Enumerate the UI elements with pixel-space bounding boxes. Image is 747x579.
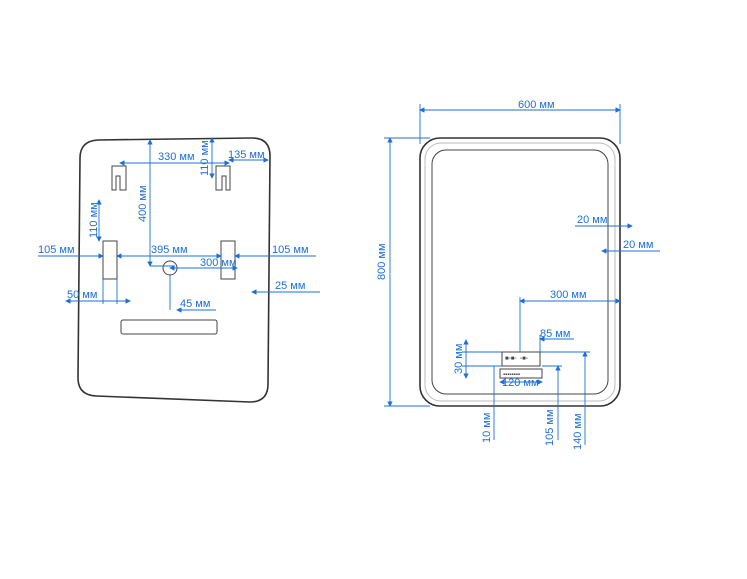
dim-10-label: 10 мм: [481, 413, 493, 443]
dim-600: 600 мм: [419, 99, 621, 144]
dim-50-label: 50 мм: [67, 289, 97, 301]
display-glyph-b: ▫■▫: [520, 356, 528, 362]
dim-105-front-label: 105 мм: [544, 409, 556, 446]
dim-300-front-label: 300 мм: [550, 289, 587, 301]
dim-20-b: 20 мм: [601, 239, 660, 254]
front-view: ■▫■▫ ▫■▫ ▪▪▪▪▪▪▪▪ 600 мм 800 мм 20 мм 20…: [376, 99, 660, 450]
display-glyph-a: ■▫■▫: [505, 356, 517, 362]
back-view: 330 мм 135 мм 110 мм 400 мм 110 мм 105 м…: [38, 137, 320, 403]
dim-30-label: 30 мм: [453, 344, 465, 374]
dim-105-left-label: 105 мм: [38, 244, 75, 256]
dim-800: 800 мм: [376, 137, 430, 407]
dim-105-right-label: 105 мм: [272, 244, 309, 256]
dim-85: 85 мм: [539, 328, 574, 352]
dim-395: 395 мм: [116, 244, 222, 259]
dim-105-left: 105 мм: [38, 244, 104, 259]
dim-135: 135 мм: [228, 149, 269, 163]
dim-10: 10 мм: [481, 366, 495, 443]
dim-50: 50 мм: [65, 279, 131, 304]
bottom-slot: [120, 319, 218, 335]
dim-135-label: 135 мм: [228, 149, 265, 161]
dim-20-b-label: 20 мм: [623, 239, 653, 251]
dim-395-label: 395 мм: [151, 244, 188, 256]
touch-sensor-panel: [499, 368, 543, 379]
dim-20-a: 20 мм: [575, 214, 633, 229]
dim-300-front: 300 мм: [519, 289, 621, 352]
dim-110-top: 110 мм: [199, 137, 215, 179]
dim-120: 120 мм: [499, 377, 543, 389]
dim-45-label: 45 мм: [180, 298, 210, 310]
right-bracket: [220, 240, 236, 280]
dim-800-label: 800 мм: [376, 243, 388, 280]
mirror-inner-frame: [424, 142, 616, 402]
dim-330: 330 мм: [119, 151, 230, 166]
mirror-outer-frame: [419, 137, 621, 407]
dim-30: 30 мм: [453, 339, 502, 379]
dim-110-top-label: 110 мм: [199, 140, 211, 176]
dim-45: 45 мм: [169, 275, 216, 313]
left-bracket: [102, 240, 118, 280]
dim-400: 400 мм: [137, 139, 175, 267]
dim-120-label: 120 мм: [502, 377, 539, 389]
back-panel-outline: [77, 137, 271, 403]
sensor-glyphs: ▪▪▪▪▪▪▪▪: [503, 372, 520, 378]
dim-25-label: 25 мм: [275, 280, 305, 292]
dim-110-left: 110 мм: [88, 199, 102, 242]
dim-20-a-label: 20 мм: [577, 214, 607, 226]
dim-140-label: 140 мм: [572, 413, 584, 450]
dim-105-front: 105 мм: [542, 365, 562, 446]
dim-140: 140 мм: [540, 351, 590, 450]
dim-600-label: 600 мм: [518, 99, 555, 111]
left-hook: [111, 165, 127, 191]
dim-300-back: 300 мм: [169, 257, 238, 271]
mirror-glass-area: [431, 149, 609, 395]
dim-85-label: 85 мм: [540, 328, 570, 340]
dim-300-back-label: 300 мм: [200, 257, 237, 269]
right-hook: [215, 165, 231, 191]
display-panel: [501, 351, 541, 367]
dim-25: 25 мм: [251, 280, 320, 295]
dim-105-right: 105 мм: [234, 244, 316, 259]
dim-330-label: 330 мм: [158, 151, 195, 163]
dim-400-label: 400 мм: [137, 185, 149, 222]
dim-110-left-label: 110 мм: [88, 202, 100, 238]
